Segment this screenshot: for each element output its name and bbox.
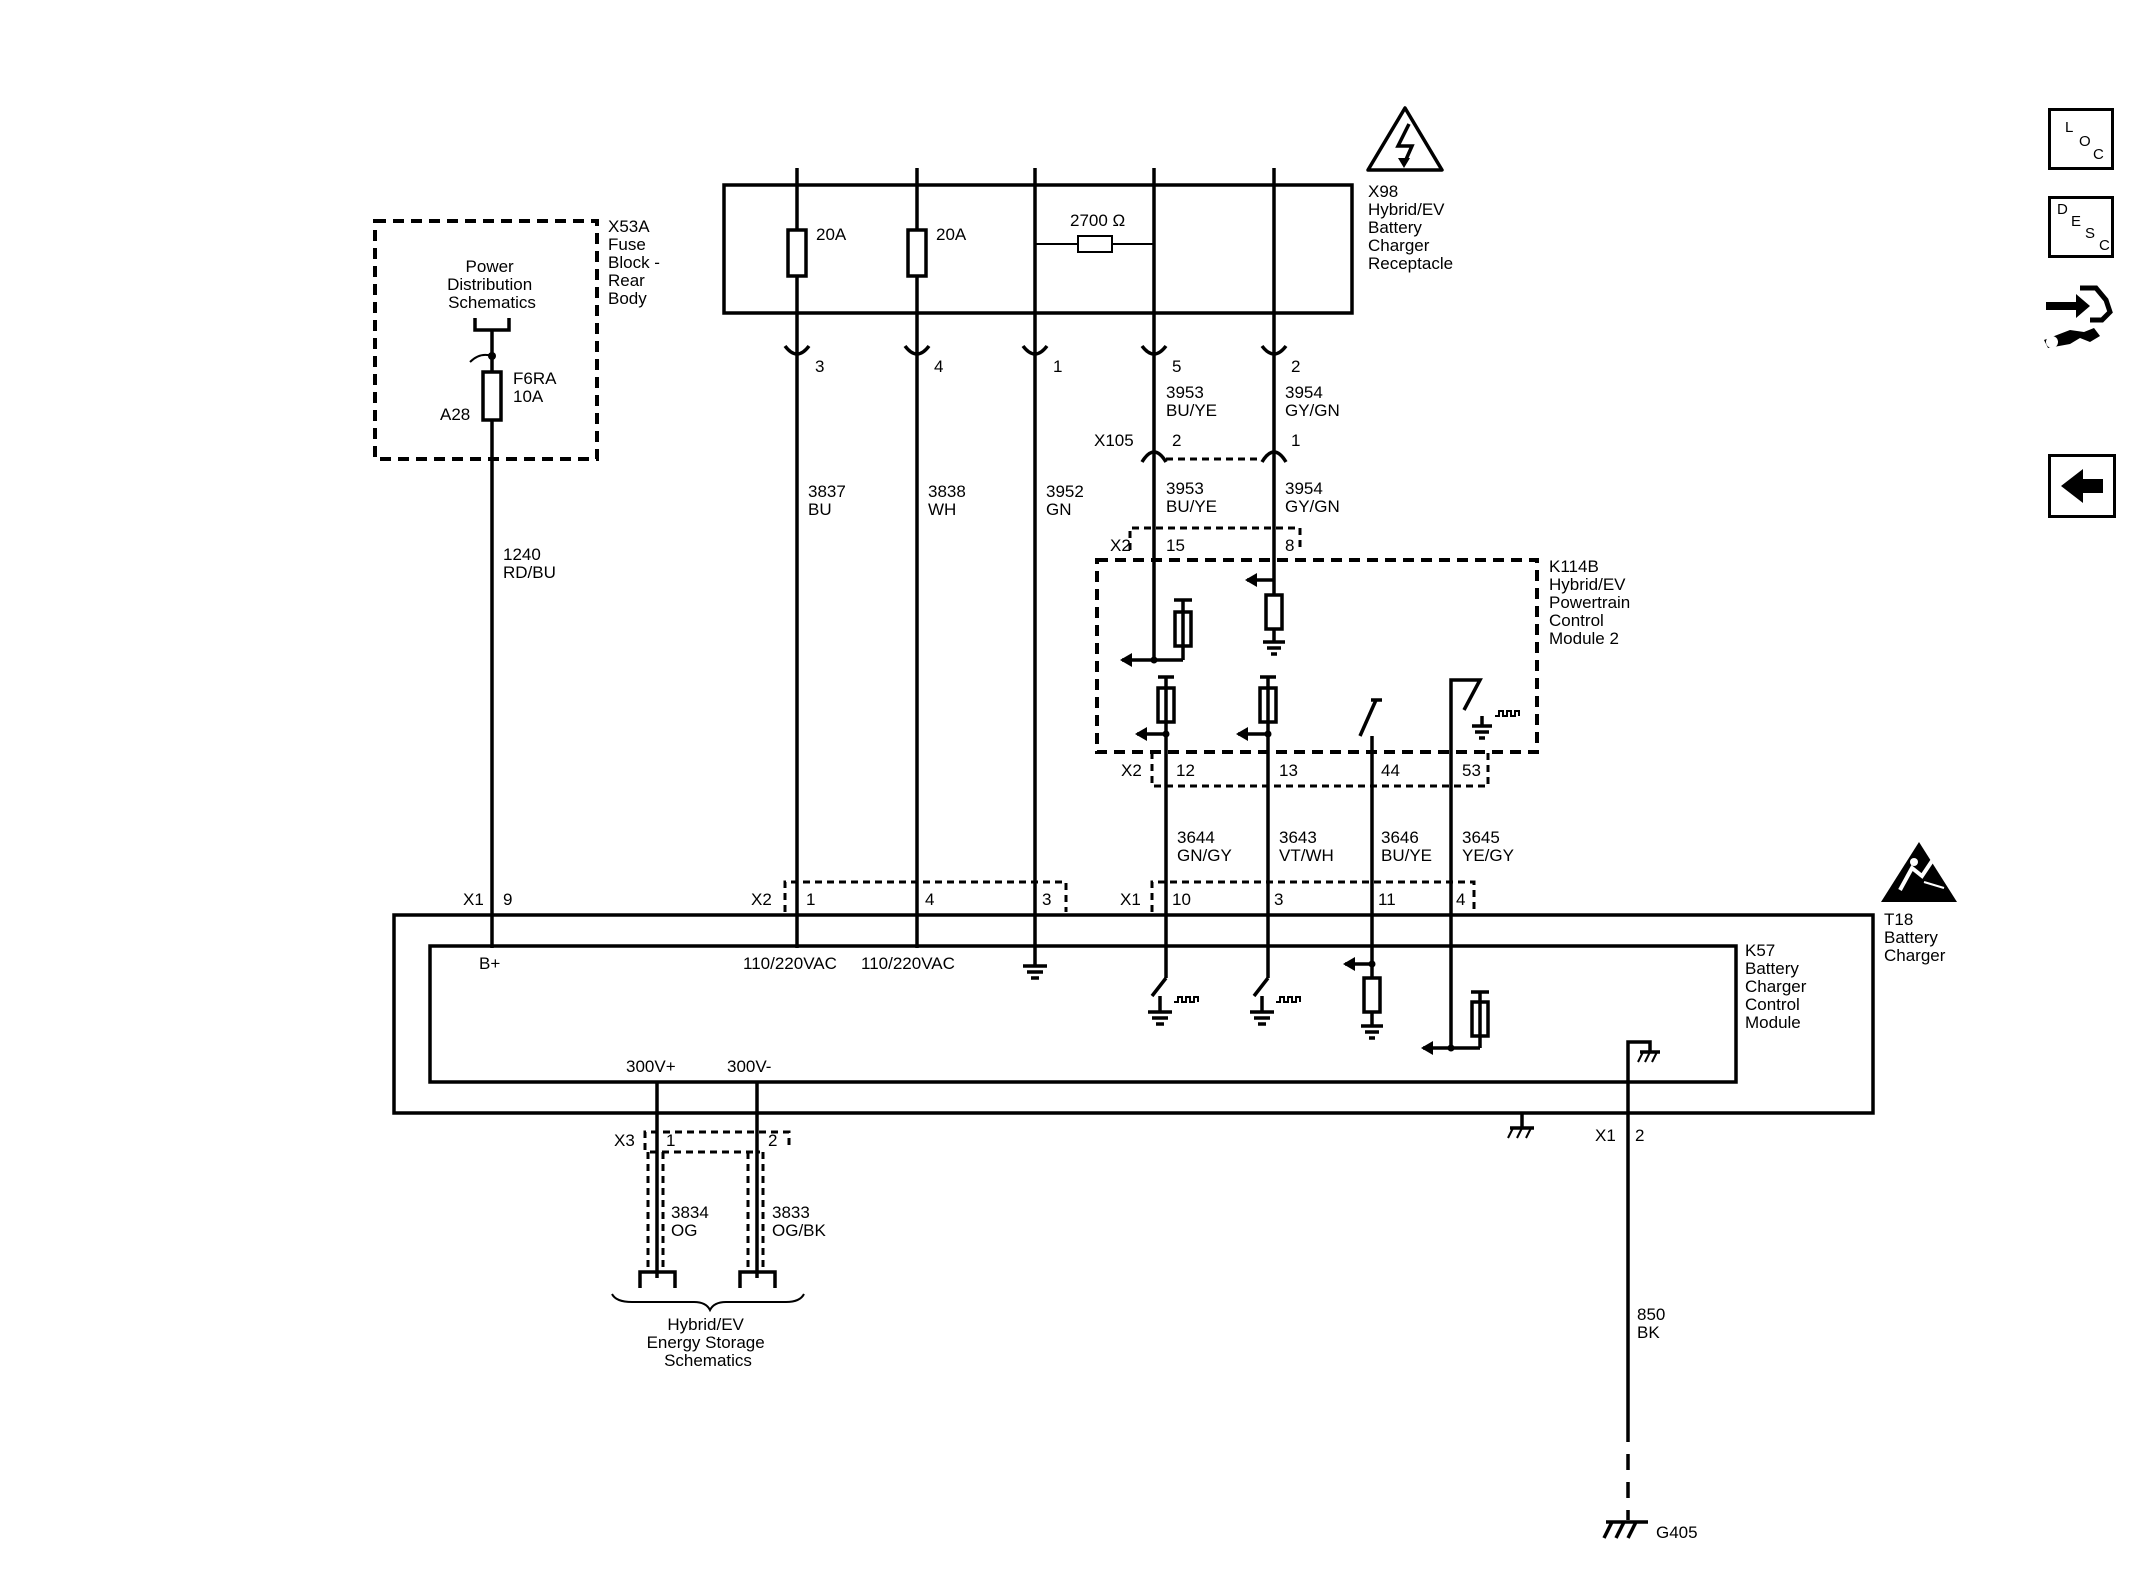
- k57-ac-2: 110/220VAC: [861, 954, 955, 973]
- fuse-a-label: 20A: [816, 225, 847, 244]
- x105-connector: X105 2 1: [1094, 431, 1300, 463]
- t18-x3: X3: [614, 1131, 635, 1150]
- t18-x1-pin-3: 3: [1274, 890, 1283, 909]
- k114b-x2-bottom: X2: [1121, 761, 1142, 780]
- high-voltage-warning-icon: [1366, 106, 1444, 172]
- k114b-pin-15: 15: [1166, 536, 1185, 555]
- fuse-f6ra-label: F6RA 10A: [513, 369, 560, 406]
- k57-module: [428, 944, 1738, 1084]
- t18-x1-left: X1: [463, 890, 484, 909]
- k114b-pin-8: 8: [1285, 536, 1294, 555]
- desc-button[interactable]: D E S C: [2048, 196, 2114, 258]
- desc-letter-s: S: [2085, 225, 2096, 242]
- resistor-label: 2700 Ω: [1070, 211, 1125, 230]
- k114b-x2-top: X2: [1110, 536, 1131, 555]
- t18-x1-pin-11: 11: [1378, 890, 1396, 909]
- k114b-pin-53: 53: [1462, 761, 1481, 780]
- fuse-20a-left: [786, 228, 808, 278]
- k57-label: K57 Battery Charger Control Module: [1745, 941, 1811, 1032]
- x98-receptacle: 20A 20A 2700 Ω X98 Hybrid/EV Battery Cha…: [722, 106, 1453, 315]
- x98-connector: 3 4 1 5 2: [783, 313, 1300, 376]
- t18-label: T18 Battery Charger: [1884, 910, 1946, 965]
- x98-pin-5: 5: [1172, 357, 1181, 376]
- connector-wrench-icon[interactable]: [2040, 278, 2118, 352]
- x98-pin-4: 4: [934, 357, 943, 376]
- k114b-module: X2 15 8 K114B Hybrid/EV Powertrain Contr…: [1095, 526, 1635, 788]
- t18-x3-pin-1: 1: [666, 1131, 675, 1150]
- ground-wire: X1 2 G405: [1595, 1126, 1698, 1542]
- back-button[interactable]: [2048, 454, 2116, 518]
- wires: [490, 355, 1276, 955]
- k114b-pin-12: 12: [1176, 761, 1195, 780]
- hv-wires: X3 1 2 Hybrid/EV Energy Storage Schemati…: [611, 1082, 805, 1370]
- loc-letter-l: L: [2065, 119, 2074, 136]
- t18-x1-right: X1: [1595, 1126, 1616, 1145]
- x105-label: X105: [1094, 431, 1134, 450]
- x53a-pin-a28: A28: [440, 405, 470, 424]
- loc-button[interactable]: L O C: [2048, 108, 2114, 170]
- desc-letter-e: E: [2071, 213, 2082, 230]
- x105-pin-1: 1: [1291, 431, 1300, 450]
- k114b-pin-44: 44: [1381, 761, 1400, 780]
- t18-x2-pin-4: 4: [925, 890, 934, 909]
- k57-hv-pos: 300V+: [626, 1057, 676, 1076]
- esd-warning-icon: [1881, 842, 1957, 902]
- fuse-20a-right: [906, 228, 928, 278]
- x105-pin-2: 2: [1172, 431, 1181, 450]
- x53a-fuse-block: X53A Fuse Block - Rear Body Power Distri…: [373, 217, 665, 461]
- k114b-t18-wires: [1164, 752, 1453, 950]
- k57-b-plus: B+: [479, 954, 500, 973]
- back-arrow-icon: [2061, 469, 2103, 503]
- x98-label: X98 Hybrid/EV Battery Charger Receptacle: [1368, 182, 1453, 273]
- k57-hv-neg: 300V-: [727, 1057, 771, 1076]
- fuse-b-label: 20A: [936, 225, 967, 244]
- t18-x1-right-pin-2: 2: [1635, 1126, 1644, 1145]
- t18-x1-pin-4: 4: [1456, 890, 1465, 909]
- t18-x2-pin-1: 1: [806, 890, 815, 909]
- x53a-label: X53A Fuse Block - Rear Body: [608, 217, 665, 308]
- t18-x1-mid: X1: [1120, 890, 1141, 909]
- t18-x2-pin-3: 3: [1042, 890, 1051, 909]
- t18-x1-pin-10: 10: [1172, 890, 1191, 909]
- t18-x2: X2: [751, 890, 772, 909]
- t18-pin-9: 9: [503, 890, 512, 909]
- loc-letter-o: O: [2079, 133, 2091, 150]
- t18-top-connectors: X1 9 X2 1 4 3 X1 10 3 11 4: [463, 880, 1476, 912]
- t18-x3-pin-2: 2: [768, 1131, 777, 1150]
- loc-letter-c: C: [2093, 146, 2104, 163]
- energy-storage-ref: Hybrid/EV Energy Storage Schematics: [647, 1315, 770, 1370]
- fuse-f6ra: [481, 370, 503, 422]
- desc-letter-d: D: [2057, 201, 2068, 218]
- x98-pin-2: 2: [1291, 357, 1300, 376]
- k114b-label: K114B Hybrid/EV Powertrain Control Modul…: [1549, 557, 1635, 648]
- x98-pin-3: 3: [815, 357, 824, 376]
- k57-ac-1: 110/220VAC: [743, 954, 837, 973]
- resistor-2700: [1077, 235, 1113, 253]
- desc-letter-c: C: [2099, 237, 2110, 254]
- power-distribution-ref: Power Distribution Schematics: [447, 257, 537, 312]
- t18-battery-charger: T18 Battery Charger K57 Battery Charger …: [392, 842, 1957, 1426]
- ground-g405: G405: [1656, 1523, 1698, 1542]
- k114b-pin-13: 13: [1279, 761, 1298, 780]
- x98-pin-1: 1: [1053, 357, 1062, 376]
